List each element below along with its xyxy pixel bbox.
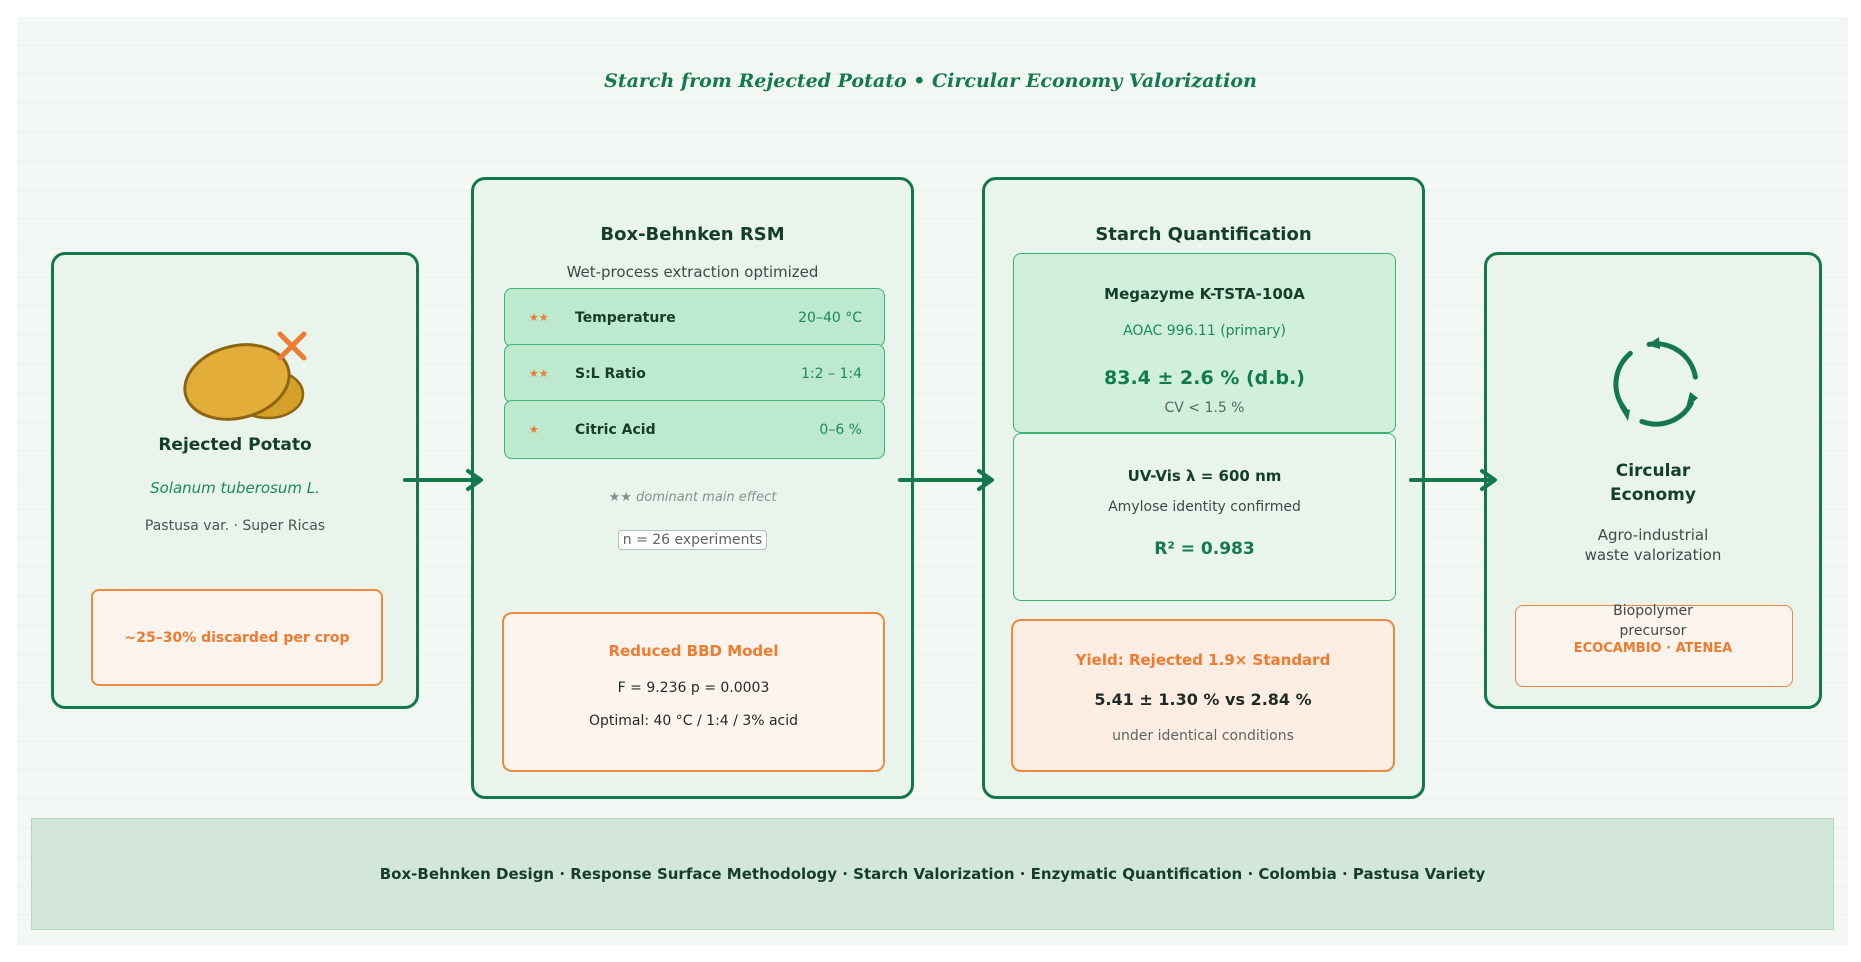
uv-r-squared: R² = 0.983 xyxy=(1154,539,1255,559)
factor-range: 20–40 °C xyxy=(798,309,862,326)
potato-variety: Pastusa var. · Super Ricas xyxy=(144,518,326,534)
circular-title-line2: Economy xyxy=(1610,485,1696,505)
yield-box: Yield: Rejected 1.9× Standard 5.41 ± 1.3… xyxy=(1011,619,1395,772)
factor-name: S:L Ratio xyxy=(575,365,646,382)
potato-species: Solanum tuberosum L. xyxy=(150,479,320,497)
footer-banner: Box-Behnken Design · Response Surface Me… xyxy=(31,818,1834,930)
uv-amylose: Amylose identity confirmed xyxy=(1108,499,1301,515)
potato-title: Rejected Potato xyxy=(158,435,312,455)
model-stats: F = 9.236 p = 0.0003 xyxy=(617,680,770,696)
discard-note: ~25–30% discarded per crop xyxy=(124,629,350,646)
dominant-effect-note: ★★ dominant main effect xyxy=(608,490,777,505)
factor-stars: ★★ xyxy=(529,311,549,324)
factor-row: ★ Citric Acid 0–6 % xyxy=(504,400,885,459)
discard-note-box: ~25–30% discarded per crop xyxy=(91,589,383,686)
experiments-wrap: n = 26 experiments xyxy=(474,529,911,550)
yield-values: 5.41 ± 1.30 % vs 2.84 % xyxy=(1094,690,1312,709)
circular-title: Circular Economy xyxy=(1487,459,1819,507)
experiments-badge: n = 26 experiments xyxy=(617,530,768,550)
factor-stars: ★★ xyxy=(529,367,549,380)
megazyme-kit-box: Megazyme K-TSTA-100A AOAC 996.11 (primar… xyxy=(1013,253,1396,433)
kit-name: Megazyme K-TSTA-100A xyxy=(1104,285,1305,303)
factor-range: 1:2 – 1:4 xyxy=(801,365,862,382)
biopolymer-line2: precursor xyxy=(1619,623,1687,639)
model-title: Reduced BBD Model xyxy=(608,642,779,660)
factor-row: ★★ S:L Ratio 1:2 – 1:4 xyxy=(504,344,885,403)
potato-rejected-icon xyxy=(183,331,307,421)
brand-name: ECOCAMBIO · ATENEA xyxy=(1573,641,1733,656)
factor-row: ★★ Temperature 20–40 °C xyxy=(504,288,885,347)
uv-title: UV-Vis λ = 600 nm xyxy=(1127,467,1282,485)
recycle-cycle-icon xyxy=(1613,337,1698,427)
reduced-model-box: Reduced BBD Model F = 9.236 p = 0.0003 O… xyxy=(502,612,885,772)
biopolymer-label: Biopolymer precursor xyxy=(1487,601,1819,641)
brand-box xyxy=(1515,605,1793,687)
diagram-title: Starch from Rejected Potato • Circular E… xyxy=(604,70,1257,92)
factor-stars: ★ xyxy=(529,423,539,436)
rsm-subtitle: Wet-process extraction optimized xyxy=(566,263,819,281)
kit-method: AOAC 996.11 (primary) xyxy=(1123,323,1286,339)
footer-text: Box-Behnken Design · Response Surface Me… xyxy=(379,865,1486,883)
factor-range: 0–6 % xyxy=(819,421,862,438)
starch-quantification-card: Starch Quantification Megazyme K-TSTA-10… xyxy=(982,177,1425,799)
circular-title-line1: Circular xyxy=(1615,461,1691,481)
model-optimal: Optimal: 40 °C / 1:4 / 3% acid xyxy=(588,713,799,729)
yield-title: Yield: Rejected 1.9× Standard xyxy=(1075,651,1331,669)
rejected-potato-card: Rejected Potato Solanum tuberosum L. Pas… xyxy=(51,252,419,709)
circular-economy-card: Circular Economy Agro-industrial waste v… xyxy=(1484,252,1822,709)
circular-sub-line2: waste valorization xyxy=(1584,546,1722,564)
rsm-title: Box-Behnken RSM xyxy=(600,224,785,245)
kit-cv: CV < 1.5 % xyxy=(1164,400,1245,416)
circular-subtitle: Agro-industrial waste valorization xyxy=(1487,525,1819,565)
biopolymer-line1: Biopolymer xyxy=(1613,603,1693,619)
quant-title: Starch Quantification xyxy=(1095,224,1312,245)
factor-name: Citric Acid xyxy=(575,421,656,438)
kit-result: 83.4 ± 2.6 % (d.b.) xyxy=(1104,367,1305,389)
factor-name: Temperature xyxy=(575,309,676,326)
circular-sub-line1: Agro-industrial xyxy=(1597,526,1709,544)
uv-vis-box: UV-Vis λ = 600 nm Amylose identity confi… xyxy=(1013,433,1396,601)
box-behnken-card: Box-Behnken RSM Wet-process extraction o… xyxy=(471,177,914,799)
yield-note: under identical conditions xyxy=(1112,728,1294,744)
